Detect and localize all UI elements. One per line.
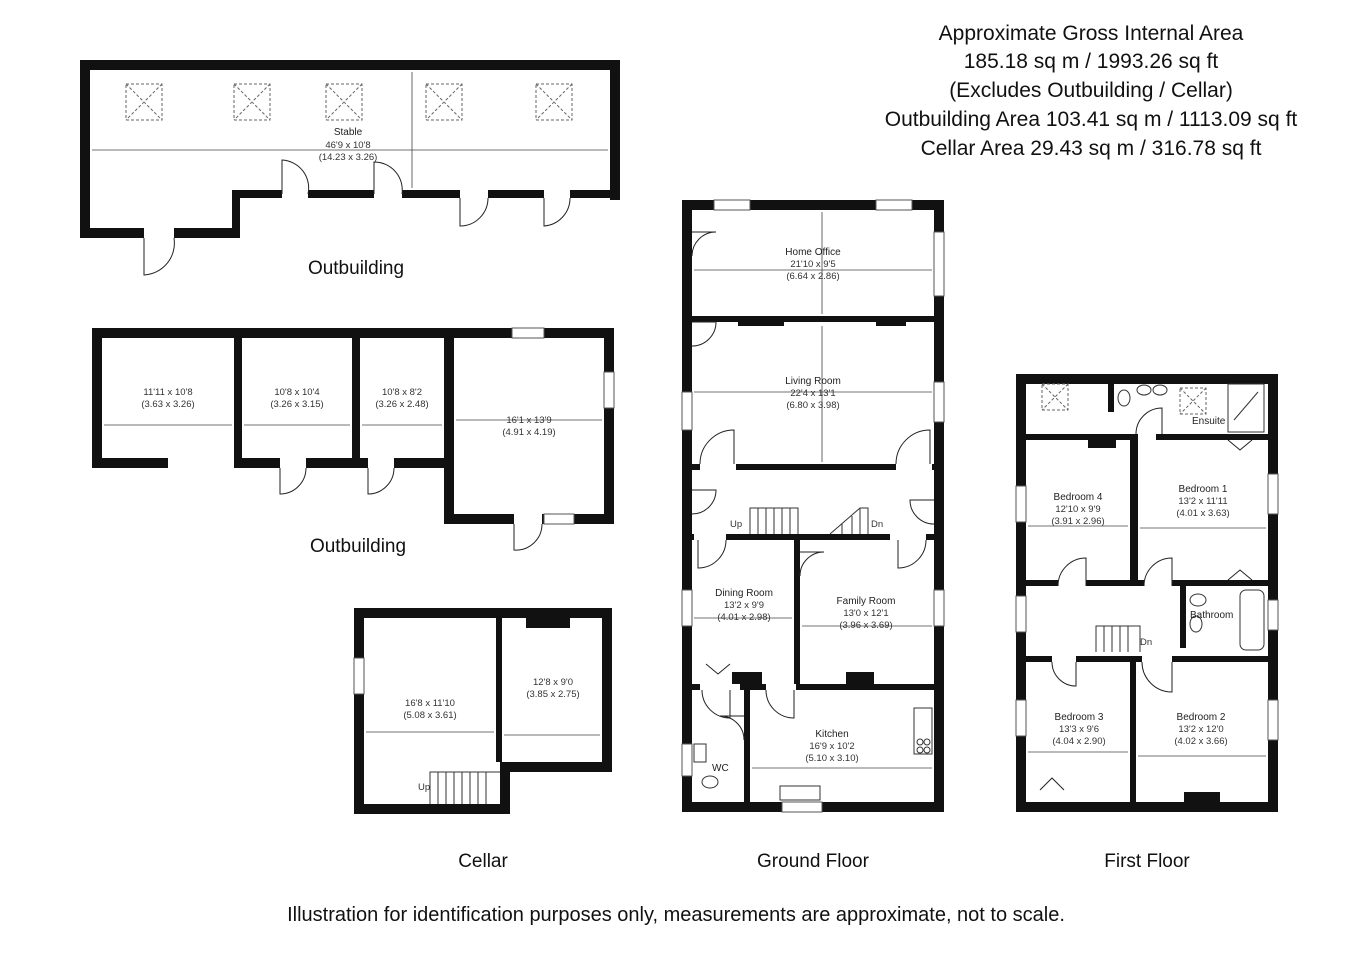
bedroom4-metric: (3.91 x 2.96) xyxy=(1051,516,1104,527)
dining-room-name: Dining Room xyxy=(715,588,773,599)
dining-room-imperial: 13'2 x 9'9 xyxy=(724,600,764,611)
first-floor-plan: Bedroom 4 12'10 x 9'9 (3.91 x 2.96) Bedr… xyxy=(1015,374,1279,872)
first-stairs-down: Dn xyxy=(1140,637,1152,648)
ground-stairs-up: Up xyxy=(730,519,742,530)
first-floor-label: First Floor xyxy=(1104,851,1190,872)
cellar-plan: 16'8 x 11'10 (5.08 x 3.61) 12'8 x 9'0 (3… xyxy=(353,608,612,872)
ob3-imperial: 10'8 x 8'2 xyxy=(382,387,422,398)
ground-floor-label: Ground Floor xyxy=(757,851,870,872)
ob4-imperial: 16'1 x 13'9 xyxy=(506,415,551,426)
bedroom1-name: Bedroom 1 xyxy=(1179,484,1228,495)
ob2-imperial: 10'8 x 10'4 xyxy=(274,387,319,398)
kitchen-metric: (5.10 x 3.10) xyxy=(805,753,858,764)
bedroom3-imperial: 13'3 x 9'6 xyxy=(1059,724,1099,735)
ob1-metric: (3.63 x 3.26) xyxy=(141,399,194,410)
disclaimer: Illustration for identification purposes… xyxy=(287,904,1065,926)
cellar1-imperial: 16'8 x 11'10 xyxy=(405,698,455,709)
stable-name: Stable xyxy=(334,127,363,138)
bedroom4-name: Bedroom 4 xyxy=(1054,492,1103,503)
dining-room-metric: (4.01 x 2.98) xyxy=(717,612,770,623)
bedroom3-metric: (4.04 x 2.90) xyxy=(1052,736,1105,747)
bedroom4-imperial: 12'10 x 9'9 xyxy=(1055,504,1100,515)
cellar2-metric: (3.85 x 2.75) xyxy=(526,689,579,700)
family-room-name: Family Room xyxy=(837,596,896,607)
home-office-imperial: 21'10 x 9'5 xyxy=(790,259,835,270)
bedroom1-metric: (4.01 x 3.63) xyxy=(1176,508,1229,519)
bedroom1-imperial: 13'2 x 11'11 xyxy=(1178,496,1227,507)
outbuilding-area: Outbuilding Area 103.41 sq m / 1113.09 s… xyxy=(885,108,1298,131)
outbuilding-label-2: Outbuilding xyxy=(310,536,406,557)
area-title: Approximate Gross Internal Area xyxy=(939,22,1244,45)
living-room-imperial: 22'4 x 13'1 xyxy=(790,388,835,399)
ob1-imperial: 11'11 x 10'8 xyxy=(143,387,192,398)
bathroom-name: Bathroom xyxy=(1190,610,1233,621)
bedroom2-metric: (4.02 x 3.66) xyxy=(1174,736,1227,747)
ob3-metric: (3.26 x 2.48) xyxy=(375,399,428,410)
stable-imperial: 46'9 x 10'8 xyxy=(325,140,370,151)
ground-floor-plan: Home Office 21'10 x 9'5 (6.64 x 2.86) Li… xyxy=(681,199,945,872)
wc-name: WC xyxy=(712,763,729,774)
family-room-metric: (3.96 x 3.69) xyxy=(839,620,892,631)
cellar2-imperial: 12'8 x 9'0 xyxy=(533,677,573,688)
kitchen-name: Kitchen xyxy=(815,729,848,740)
area-exclusions: (Excludes Outbuilding / Cellar) xyxy=(949,79,1233,102)
cellar-stairs-up: Up xyxy=(418,782,430,793)
ob2-metric: (3.26 x 3.15) xyxy=(270,399,323,410)
home-office-metric: (6.64 x 2.86) xyxy=(786,271,839,282)
cellar-area: Cellar Area 29.43 sq m / 316.78 sq ft xyxy=(921,137,1262,160)
ensuite-name: Ensuite xyxy=(1192,416,1226,427)
bedroom2-name: Bedroom 2 xyxy=(1177,712,1226,723)
bedroom3-name: Bedroom 3 xyxy=(1055,712,1104,723)
ground-stairs-down: Dn xyxy=(871,519,883,530)
outbuilding-label: Outbuilding xyxy=(308,258,404,279)
living-room-metric: (6.80 x 3.98) xyxy=(786,400,839,411)
living-room-name: Living Room xyxy=(785,376,841,387)
family-room-imperial: 13'0 x 12'1 xyxy=(843,608,888,619)
outbuilding-stable-plan: Stable 46'9 x 10'8 (14.23 x 3.26) Outbui… xyxy=(80,60,620,279)
cellar-label: Cellar xyxy=(458,851,508,872)
home-office-name: Home Office xyxy=(785,247,841,258)
kitchen-imperial: 16'9 x 10'2 xyxy=(809,741,854,752)
ob4-metric: (4.91 x 4.19) xyxy=(502,427,555,438)
bedroom2-imperial: 13'2 x 12'0 xyxy=(1178,724,1223,735)
gross-area: 185.18 sq m / 1993.26 sq ft xyxy=(964,50,1219,73)
cellar1-metric: (5.08 x 3.61) xyxy=(403,710,456,721)
outbuilding-row-plan: 11'11 x 10'8 (3.63 x 3.26) 10'8 x 10'4 (… xyxy=(92,327,615,557)
area-summary: Approximate Gross Internal Area 185.18 s… xyxy=(885,22,1298,160)
stable-metric: (14.23 x 3.26) xyxy=(319,152,378,163)
